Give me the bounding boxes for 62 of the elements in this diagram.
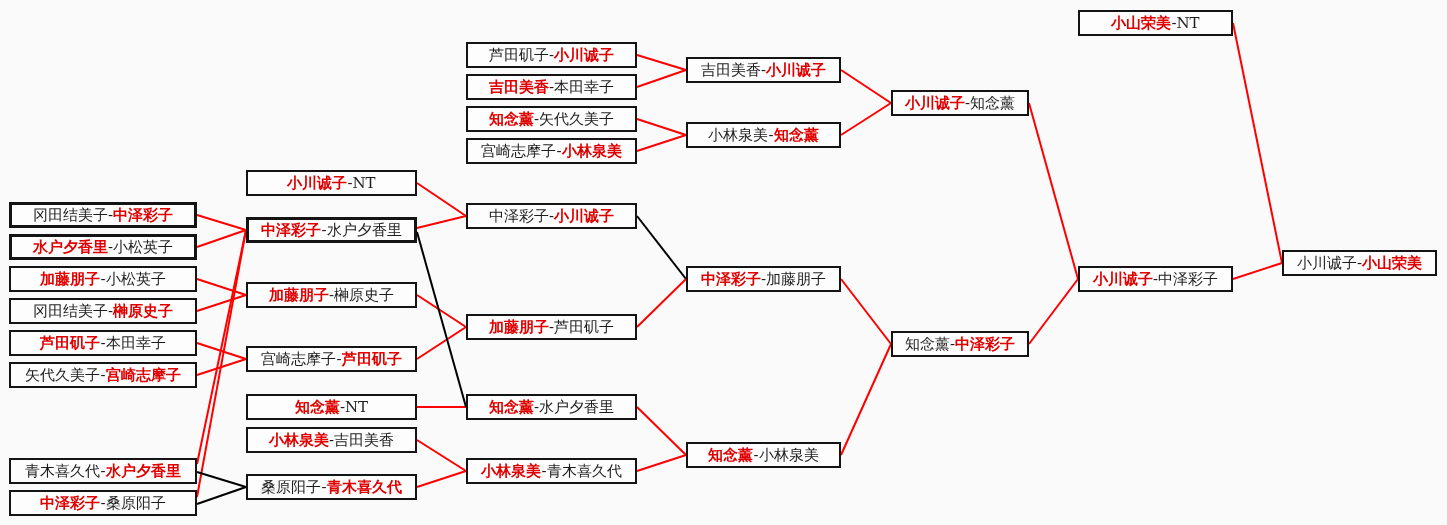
connector-line: [1028, 278, 1079, 345]
match-box: 小林泉美-青木喜久代: [466, 458, 637, 484]
match-box: 加藤朋子-芦田矶子: [466, 314, 637, 340]
match-box: 加藤朋子-榊原史子: [246, 282, 417, 308]
connector-line: [196, 358, 247, 376]
match-box: 吉田美香-本田幸子: [466, 74, 637, 100]
connector-line: [196, 229, 247, 248]
match-box: 宫崎志摩子-芦田矶子: [246, 346, 417, 372]
connector-line: [636, 278, 687, 328]
connector-line: [636, 406, 687, 456]
match-box: 吉田美香-小川诚子: [686, 57, 841, 83]
connector-line: [636, 215, 687, 280]
match-box: 加藤朋子-小松英子: [9, 266, 197, 292]
match-box: 小川诚子-NT: [246, 170, 417, 196]
connector-line: [840, 69, 892, 104]
match-box: 桑原阳子-青木喜久代: [246, 474, 417, 500]
match-box: 小川诚子-中泽彩子: [1078, 266, 1233, 292]
match-box: 冈田结美子-榊原史子: [9, 298, 197, 324]
connector-line: [196, 278, 247, 296]
connector-line: [416, 406, 467, 408]
match-box: 宫崎志摩子-小林泉美: [466, 138, 637, 164]
match-box: 冈田结美子-中泽彩子: [9, 202, 197, 228]
connector-line: [196, 471, 247, 488]
match-box: 小林泉美-吉田美香: [246, 427, 417, 453]
match-box: 小林泉美-知念薰: [686, 122, 841, 148]
connector-line: [196, 214, 247, 231]
match-box: 知念薰-中泽彩子: [891, 331, 1029, 357]
match-box: 小山荣美-NT: [1078, 10, 1233, 36]
connector-line: [416, 439, 467, 472]
match-box: 小川诚子-小山荣美: [1282, 250, 1437, 276]
connector-line: [636, 118, 687, 136]
match-box: 中泽彩子-加藤朋子: [686, 266, 841, 292]
connector-line: [196, 294, 247, 312]
connector-line: [196, 342, 247, 360]
match-box: 知念薰-小林泉美: [686, 442, 841, 468]
connector-line: [416, 294, 467, 328]
connector-line: [636, 134, 687, 152]
match-box: 青木喜久代-水户夕香里: [9, 458, 197, 484]
connector-line: [416, 231, 467, 408]
connector-line: [636, 69, 687, 88]
connector-line: [840, 278, 892, 345]
connector-line: [416, 470, 467, 488]
connector-line: [840, 343, 892, 456]
match-box: 小川诚子-知念薰: [891, 90, 1029, 116]
match-box: 中泽彩子-桑原阳子: [9, 490, 197, 516]
connector-line: [1232, 262, 1283, 280]
connector-line: [416, 326, 467, 360]
match-box: 芦田矶子-本田幸子: [9, 330, 197, 356]
connector-line: [636, 54, 687, 71]
match-box: 知念薰-矢代久美子: [466, 106, 637, 132]
match-box: 中泽彩子-水户夕香里: [246, 217, 417, 243]
connector-line: [196, 486, 247, 505]
connector-line: [416, 182, 467, 217]
match-box: 芦田矶子-小川诚子: [466, 42, 637, 68]
connector-line: [840, 102, 892, 136]
match-box: 矢代久美子-宫崎志摩子: [9, 362, 197, 388]
connector-line: [636, 454, 687, 472]
match-box: 中泽彩子-小川诚子: [466, 203, 637, 229]
match-box: 知念薰-水户夕香里: [466, 394, 637, 420]
match-box: 水户夕香里-小松英子: [9, 234, 197, 260]
match-box: 知念薰-NT: [246, 394, 417, 420]
connector-line: [416, 215, 467, 229]
